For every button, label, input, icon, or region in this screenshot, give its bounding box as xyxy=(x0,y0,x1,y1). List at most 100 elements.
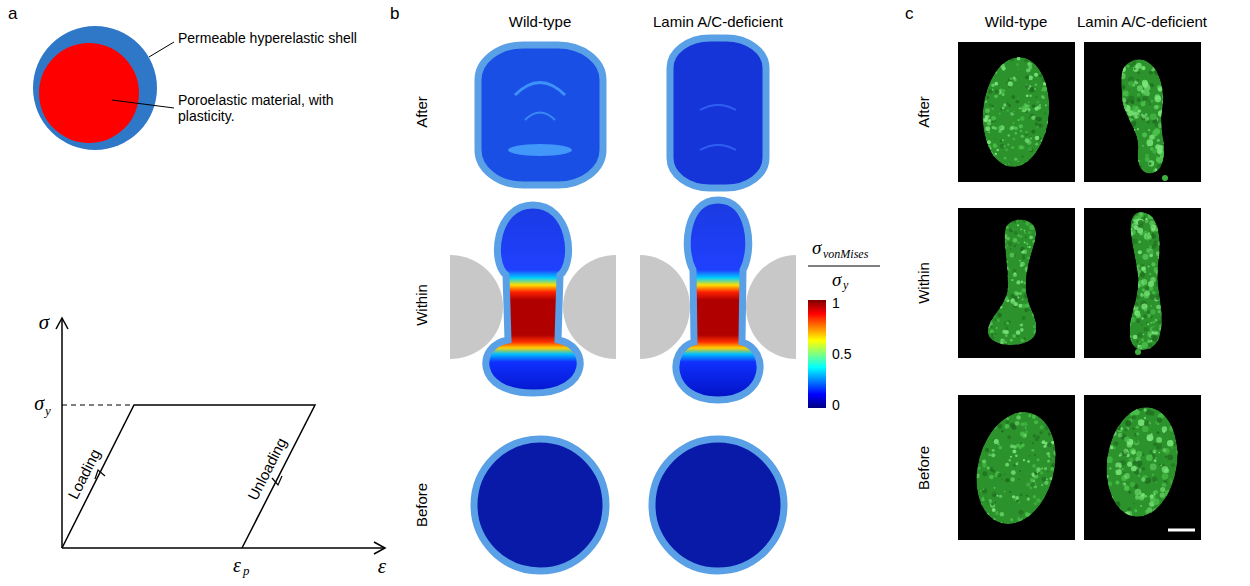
panel-letter: c xyxy=(905,4,914,24)
fluorescence-speckle xyxy=(1137,128,1139,130)
fluorescence-speckle xyxy=(1123,482,1126,485)
fluorescence-speckle xyxy=(1151,228,1155,232)
fluorescence-speckle xyxy=(1153,240,1158,245)
fluorescence-speckle xyxy=(1119,514,1124,519)
fluorescence-speckle xyxy=(1038,154,1042,158)
fluorescence-speckle xyxy=(1020,264,1023,267)
fluorescence-speckle xyxy=(1000,339,1005,344)
fluorescence-speckle xyxy=(1034,502,1037,505)
fluorescence-speckle xyxy=(1010,293,1015,298)
direction-arrow xyxy=(272,476,282,485)
fluorescence-speckle xyxy=(1159,328,1162,331)
fluorescence-speckle xyxy=(1017,160,1019,162)
fluorescence-speckle xyxy=(1015,455,1018,458)
fluorescence-speckle xyxy=(1025,512,1027,514)
fluorescence-speckle xyxy=(1008,81,1013,86)
fluorescence-speckle xyxy=(1151,234,1156,239)
fluorescence-speckle xyxy=(1173,481,1179,487)
nucleus-stain xyxy=(1100,399,1185,523)
fluorescence-speckle xyxy=(1159,262,1164,267)
fluorescence-speckle xyxy=(1159,279,1164,284)
fluorescence-speckle xyxy=(1025,236,1027,238)
fluorescence-speckle xyxy=(1122,160,1126,164)
fluorescence-speckle xyxy=(1150,495,1154,499)
direction-arrow xyxy=(95,470,105,479)
fluorescence-speckle xyxy=(1024,165,1027,168)
fluorescence-speckle xyxy=(1019,107,1021,109)
fluorescence-speckle xyxy=(987,518,991,522)
fluorescence-speckle xyxy=(1140,293,1143,296)
fluorescence-speckle xyxy=(1141,279,1147,285)
fluorescence-speckle xyxy=(1171,463,1175,467)
fluorescence-speckle xyxy=(1155,53,1157,55)
subscript: p xyxy=(243,564,250,579)
fluorescence-speckle xyxy=(982,56,987,61)
fluorescence-speckle xyxy=(1124,132,1127,135)
fluorescence-speckle xyxy=(1135,510,1138,513)
fluorescence-speckle xyxy=(985,255,989,259)
fluorescence-speckle xyxy=(1033,325,1036,328)
fluorescence-speckle xyxy=(1037,123,1041,127)
fluorescence-speckle xyxy=(1127,462,1132,467)
fluorescence-speckle xyxy=(1034,73,1038,77)
fluorescence-speckle xyxy=(1153,509,1158,514)
fluorescence-speckle xyxy=(1167,454,1173,460)
fluorescence-speckle xyxy=(1133,503,1135,505)
fluorescence-speckle xyxy=(1118,166,1123,171)
fluorescence-speckle xyxy=(1013,238,1018,243)
fluorescence-speckle xyxy=(1158,58,1163,63)
fluorescence-speckle xyxy=(1105,444,1109,448)
fluorescence-speckle xyxy=(997,443,999,445)
fluorescence-speckle xyxy=(1018,214,1020,216)
fluorescence-speckle xyxy=(1135,489,1142,496)
fluorescence-speckle xyxy=(1133,219,1136,222)
fluorescence-speckle xyxy=(1010,220,1013,223)
fluorescence-speckle xyxy=(1134,68,1136,70)
fluorescence-speckle xyxy=(1133,302,1138,307)
fluorescence-speckle xyxy=(1103,496,1110,503)
fluorescence-speckle xyxy=(1123,225,1129,231)
fluorescence-speckle xyxy=(1119,164,1121,166)
leader-line xyxy=(149,42,174,57)
fluorescence-speckle xyxy=(1026,520,1031,525)
fluorescence-speckle xyxy=(992,61,994,63)
fluorescence-speckle xyxy=(1029,95,1031,97)
fluorescence-speckle xyxy=(1121,171,1126,176)
fluorescence-speckle xyxy=(990,154,994,158)
fluorescence-speckle xyxy=(1116,467,1120,471)
fluorescence-speckle xyxy=(1027,513,1031,517)
fluorescence-speckle xyxy=(1017,214,1022,219)
fluorescence-speckle xyxy=(1119,73,1126,80)
fluorescence-speckle xyxy=(1010,518,1013,521)
fluorescence-speckle xyxy=(1130,448,1136,454)
fluorescence-speckle xyxy=(983,85,987,89)
fluorescence-speckle xyxy=(1058,413,1060,415)
fluorescence-speckle xyxy=(991,326,993,328)
fluorescence-speckle xyxy=(1028,116,1030,118)
fluorescence-speckle xyxy=(1002,521,1004,523)
fluorescence-speckle xyxy=(1121,153,1128,160)
fluorescence-speckle xyxy=(1048,120,1051,123)
fluorescence-speckle xyxy=(1023,422,1028,427)
fluorescence-speckle xyxy=(1005,148,1008,151)
fluorescence-speckle xyxy=(1054,422,1059,427)
fluorescence-speckle xyxy=(1144,417,1146,419)
fluorescence-speckle xyxy=(1151,69,1154,72)
fluorescence-speckle xyxy=(985,166,989,170)
fluorescence-speckle xyxy=(981,115,985,119)
fluorescence-speckle xyxy=(1158,87,1163,92)
fluorescence-speckle xyxy=(1126,289,1128,291)
fluorescence-speckle xyxy=(988,231,992,235)
fluorescence-speckle xyxy=(1150,322,1152,324)
x-axis xyxy=(62,547,384,549)
fluorescence-speckle xyxy=(1043,445,1046,448)
fluorescence-speckle xyxy=(1127,516,1131,520)
fluorescence-speckle xyxy=(1140,170,1143,173)
fluorescence-speckle xyxy=(1119,136,1124,141)
fluorescence-speckle xyxy=(1156,224,1160,228)
fluorescence-speckle xyxy=(1127,311,1131,315)
fluorescence-speckle xyxy=(1150,53,1156,59)
fluorescence-speckle xyxy=(1025,430,1028,433)
fluorescence-speckle xyxy=(1130,155,1132,157)
